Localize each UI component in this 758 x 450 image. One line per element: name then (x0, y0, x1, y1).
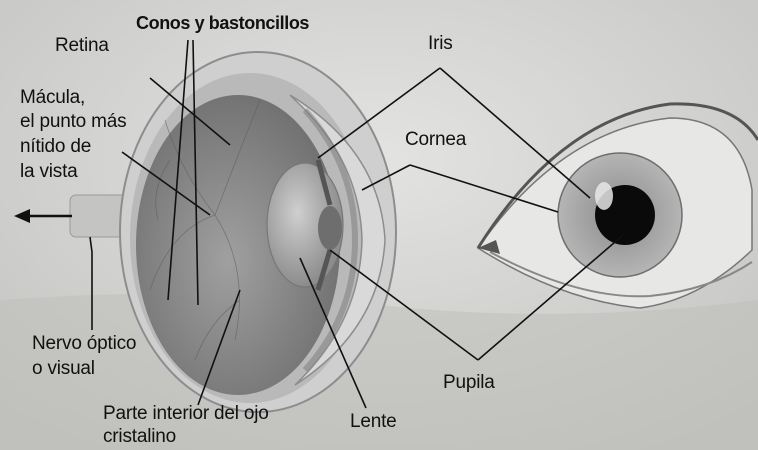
label-pupila: Pupila (443, 372, 495, 394)
label-lente: Lente (350, 411, 397, 433)
label-retina: Retina (55, 35, 109, 57)
label-macula-line-4: la vista (20, 161, 78, 183)
label-interior-line-2: cristalino (103, 426, 176, 448)
label-macula-line-2: el punto más (20, 111, 126, 133)
label-conos-bastoncillos: Conos y bastoncillos (136, 12, 309, 34)
eyeball-cross-section (120, 52, 396, 412)
eye-highlight (595, 182, 613, 210)
label-cornea: Cornea (405, 129, 466, 151)
label-macula-line-3: nítido de (20, 136, 91, 158)
label-nervio-line-2: o visual (32, 358, 95, 380)
label-interior-line-1: Parte interior del ojo (103, 403, 269, 425)
label-nervio-line-1: Nervo óptico (32, 333, 136, 355)
label-macula-line-1: Mácula, (20, 87, 85, 109)
label-iris: Iris (428, 33, 453, 55)
